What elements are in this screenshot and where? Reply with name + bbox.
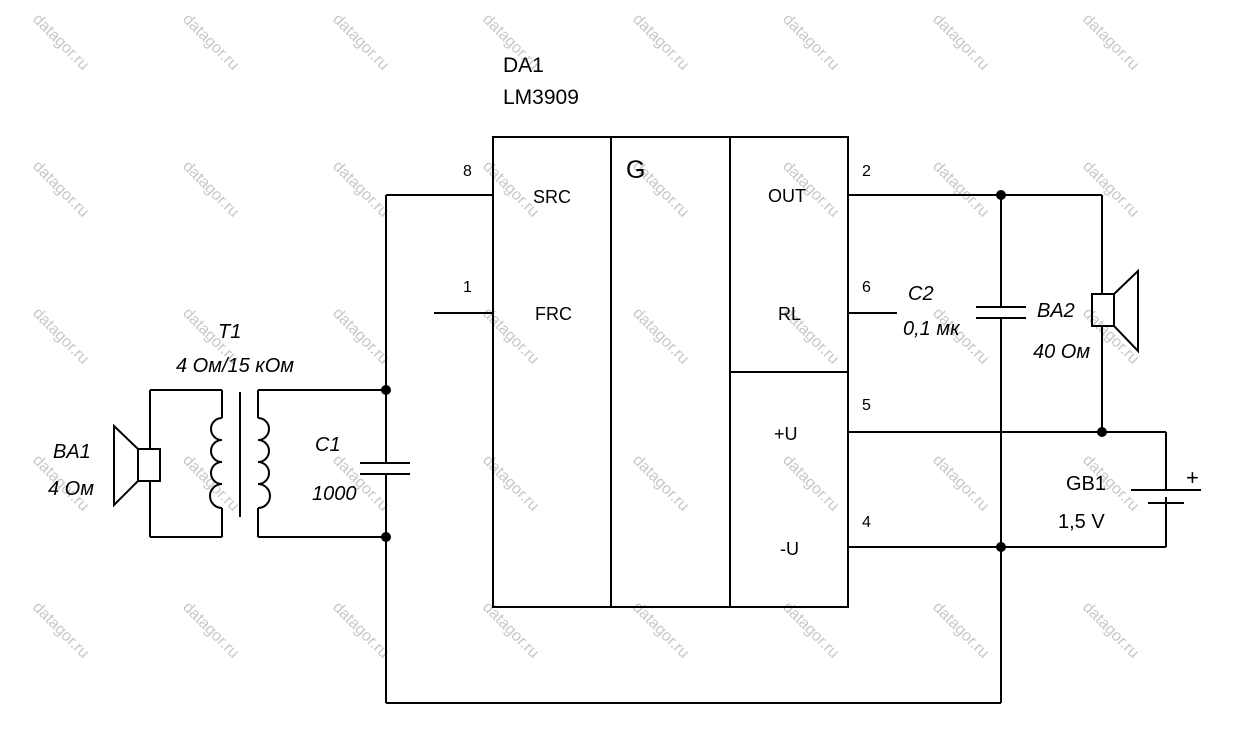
watermark-text: datagor.ru	[779, 452, 842, 515]
watermark-text: datagor.ru	[929, 452, 992, 515]
pin-number-4: 4	[862, 514, 871, 531]
pin-label-src: SRC	[533, 187, 571, 207]
chip-generator-label: G	[626, 156, 645, 184]
watermark-text: datagor.ru	[629, 599, 692, 662]
speaker-ba1: BA1 4 Ом	[48, 423, 161, 508]
pin-number-8: 8	[463, 163, 472, 180]
watermark-text: datagor.ru	[629, 305, 692, 368]
chip-ref-label: DA1	[503, 54, 544, 77]
watermark-text: datagor.ru	[329, 599, 392, 662]
watermark-text: datagor.ru	[1079, 11, 1142, 74]
watermark-text: datagor.ru	[629, 452, 692, 515]
watermark-text: datagor.ru	[179, 452, 242, 515]
c1-value: 1000	[312, 483, 357, 505]
junctions	[381, 190, 1107, 552]
watermark-text: datagor.ru	[179, 158, 242, 221]
pin-label-vplus: +U	[774, 424, 798, 444]
ba2-ref: BA2	[1037, 300, 1075, 322]
pin-label-vminus: -U	[780, 539, 799, 559]
watermark-layer: datagor.ru datagor.ru datagor.ru datagor.ru…	[29, 11, 1142, 662]
watermark-text: datagor.ru	[179, 11, 242, 74]
watermark-text: datagor.ru	[929, 599, 992, 662]
chip-part-label: LM3909	[503, 86, 579, 109]
watermark-text: datagor.ru	[329, 11, 392, 74]
t1-value: 4 Ом/15 кОм	[176, 355, 294, 377]
watermark-text: datagor.ru	[1079, 158, 1142, 221]
pin-label-out: OUT	[768, 186, 806, 206]
c1-ref: C1	[315, 434, 341, 456]
watermark-text: datagor.ru	[29, 305, 92, 368]
battery-gb1: + GB1 1,5 V	[1058, 465, 1201, 533]
wires	[149, 194, 1167, 704]
pin-number-6: 6	[862, 279, 871, 296]
watermark-text: datagor.ru	[1079, 599, 1142, 662]
watermark-text: datagor.ru	[29, 11, 92, 74]
pin-label-rl: RL	[778, 304, 801, 324]
watermark-text: datagor.ru	[29, 599, 92, 662]
gb1-ref: GB1	[1066, 473, 1106, 495]
c2-ref: C2	[908, 283, 934, 305]
watermark-text: datagor.ru	[179, 599, 242, 662]
gb1-polarity: +	[1186, 465, 1199, 490]
watermark-text: datagor.ru	[779, 11, 842, 74]
watermark-text: datagor.ru	[479, 452, 542, 515]
capacitor-c2: C2 0,1 мк	[903, 283, 1026, 340]
watermark-text: datagor.ru	[29, 158, 92, 221]
watermark-text: datagor.ru	[479, 305, 542, 368]
watermark-text: datagor.ru	[479, 599, 542, 662]
watermark-text: datagor.ru	[329, 158, 392, 221]
watermark-text: datagor.ru	[779, 599, 842, 662]
t1-ref: T1	[218, 321, 241, 343]
c2-value: 0,1 мк	[903, 318, 961, 340]
pin-number-2: 2	[862, 163, 871, 180]
watermark-text: datagor.ru	[329, 305, 392, 368]
transformer-t1: T1 4 Ом/15 кОм	[176, 321, 294, 517]
capacitor-c1: C1 1000	[312, 434, 410, 505]
chip-da1: DA1 LM3909 G SRC FRC OUT RL +U -U 8 1 2 …	[463, 54, 871, 608]
ba1-value: 4 Ом	[48, 478, 94, 500]
gb1-value: 1,5 V	[1058, 511, 1105, 533]
pin-number-1: 1	[463, 279, 472, 296]
pin-label-frc: FRC	[535, 304, 572, 324]
watermark-text: datagor.ru	[929, 11, 992, 74]
watermark-text: datagor.ru	[929, 158, 992, 221]
ba2-value: 40 Ом	[1033, 341, 1090, 363]
watermark-text: datagor.ru	[629, 11, 692, 74]
pin-number-5: 5	[862, 397, 871, 414]
speaker-ba2: BA2 40 Ом	[1033, 268, 1139, 363]
ba1-ref: BA1	[53, 441, 91, 463]
